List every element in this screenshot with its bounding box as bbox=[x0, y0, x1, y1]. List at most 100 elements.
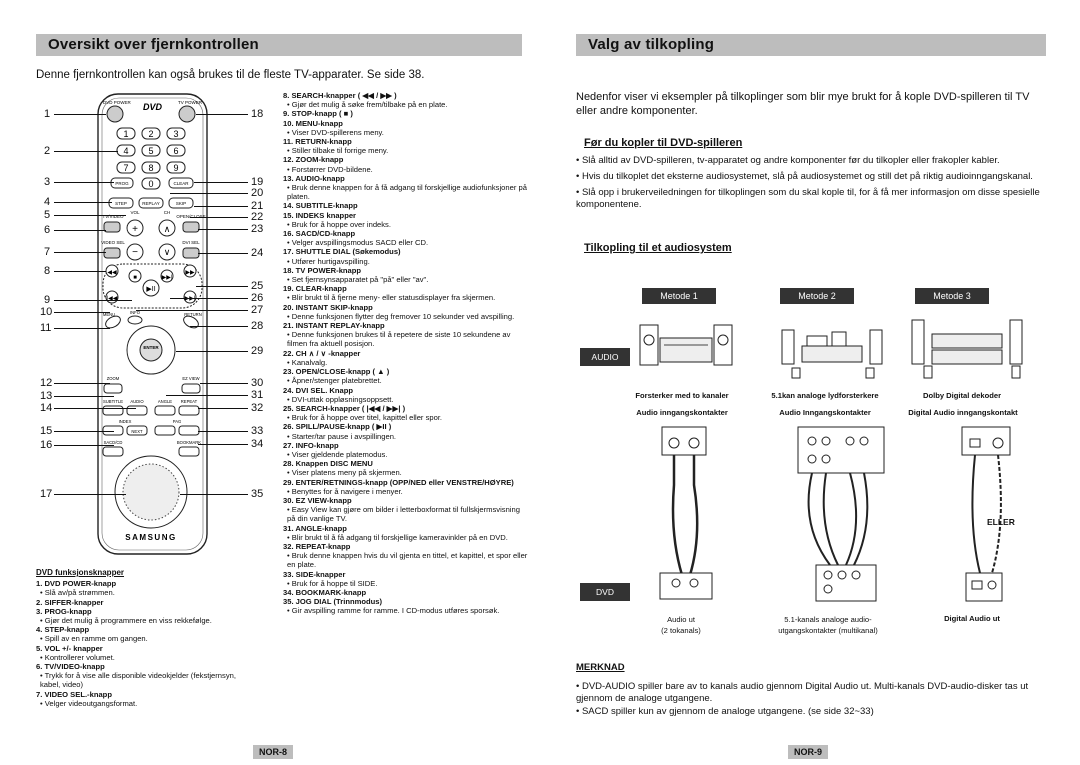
vol-down-button[interactable] bbox=[126, 243, 144, 261]
list-item: 23. OPEN/CLOSE-knapp ( ▲ )• Åpner/stenge… bbox=[283, 367, 390, 386]
prog-button[interactable] bbox=[110, 177, 134, 189]
tv-power-button[interactable] bbox=[178, 105, 196, 123]
input-caption-1: Audio inngangskontakter bbox=[636, 408, 728, 417]
input-caption-2: Audio Inngangskontakter bbox=[779, 408, 871, 417]
before-bullet-1: • Slå alltid av DVD-spilleren, tv-appara… bbox=[576, 155, 1000, 166]
ez-view-label: EZ VIEW bbox=[182, 376, 199, 381]
tv-video-button[interactable] bbox=[103, 221, 121, 233]
info-label: INFO bbox=[130, 310, 141, 315]
list-item: 2. SIFFER-knapper bbox=[36, 597, 104, 607]
index-next-button[interactable] bbox=[126, 425, 148, 436]
audio-devices bbox=[639, 319, 1023, 379]
replay-button[interactable] bbox=[138, 197, 164, 209]
skip-label: SKIP bbox=[176, 201, 186, 206]
zoom-button[interactable] bbox=[103, 383, 123, 394]
menu-button[interactable] bbox=[104, 314, 123, 331]
dvd-power-label: DVD POWER bbox=[103, 100, 132, 105]
page-number-right: NOR-9 bbox=[788, 745, 829, 759]
list-item: 28. Knappen DISC MENU• Viser platens men… bbox=[283, 459, 402, 478]
svg-text:▶II: ▶II bbox=[146, 286, 155, 293]
dvd-power-button[interactable] bbox=[106, 105, 124, 123]
menu-label: MENU bbox=[103, 312, 115, 317]
transport-buttons[interactable]: ◀◀ ▶▶ ■ ▶▶| ▶II |◀◀ ▶▶| bbox=[102, 263, 203, 309]
vol-up-button[interactable] bbox=[126, 219, 144, 237]
list-item: 32. REPEAT-knapp• Bruk denne knappen hvi… bbox=[283, 541, 528, 570]
before-bullet-3: • Slå opp i brukerveiledningen for tilko… bbox=[576, 187, 1040, 210]
callout-14: 14 bbox=[40, 402, 53, 414]
device-caption-2: 5.1kan analoge lydforsterkere bbox=[771, 391, 879, 400]
callout-28: 28 bbox=[251, 320, 264, 332]
list-item: 13. AUDIO-knapp• Bruk denne knappen for … bbox=[283, 173, 527, 202]
svg-text:2: 2 bbox=[148, 129, 153, 139]
function-list-left: DVD funksjonsknapper 1. DVD POWER-knapp•… bbox=[36, 568, 256, 708]
list-item: 34. BOOKMARK-knapp bbox=[283, 587, 367, 597]
svg-text:▶▶|: ▶▶| bbox=[162, 275, 173, 281]
callout-34: 34 bbox=[251, 438, 264, 450]
jog-dial[interactable] bbox=[122, 463, 180, 521]
index-label: INDEX bbox=[119, 419, 132, 424]
prog-label: PROG bbox=[115, 181, 129, 186]
audio-tag: AUDIO bbox=[580, 348, 630, 366]
dvd-logo: DVD bbox=[143, 102, 163, 112]
info-button[interactable] bbox=[127, 315, 143, 325]
callout-29: 29 bbox=[251, 345, 264, 357]
or-label: ELLER bbox=[987, 517, 1015, 527]
ch-down-button[interactable] bbox=[158, 243, 176, 261]
number-keypad[interactable]: 1 2 3 4 5 6 7 8 9 0 bbox=[116, 127, 186, 190]
sacd-button[interactable] bbox=[102, 446, 124, 457]
callout-20: 20 bbox=[251, 187, 264, 199]
input-caption-3: Digital Audio inngangskontakt bbox=[908, 408, 1018, 417]
note-2: • SACD spiller kun av gjennom de analoge… bbox=[576, 706, 874, 717]
right-title: Valg av tilkopling bbox=[576, 34, 1046, 56]
callout-31: 31 bbox=[251, 389, 264, 401]
list-item: 19. CLEAR-knapp• Blir brukt til å fjerne… bbox=[283, 284, 496, 303]
method-2-tag: Metode 2 bbox=[780, 288, 854, 304]
stereo-amplifier bbox=[639, 324, 733, 366]
callout-19: 19 bbox=[251, 176, 264, 188]
callout-21: 21 bbox=[251, 200, 264, 212]
svg-text:0: 0 bbox=[148, 179, 153, 189]
angle-button[interactable] bbox=[154, 405, 176, 416]
ez-view-button[interactable] bbox=[181, 383, 201, 394]
page-prev-button[interactable] bbox=[154, 425, 176, 436]
svg-text:▶▶: ▶▶ bbox=[185, 270, 195, 276]
skip-button[interactable] bbox=[168, 197, 194, 209]
svg-text:1: 1 bbox=[123, 129, 128, 139]
right-page: Valg av tilkopling Nedenfor viser vi eks… bbox=[540, 0, 1080, 765]
device-caption-3: Dolby Digital dekoder bbox=[922, 391, 1002, 400]
subtitle-label: SUBTITLE bbox=[103, 399, 123, 404]
callout-26: 26 bbox=[251, 292, 264, 304]
video-sel-button[interactable] bbox=[103, 247, 121, 259]
clear-button[interactable] bbox=[168, 177, 194, 189]
callout-27: 27 bbox=[251, 304, 264, 316]
list-item: 11. RETURN-knapp• Stiller tilbake til fo… bbox=[283, 137, 389, 156]
svg-text:9: 9 bbox=[173, 163, 178, 173]
callout-35: 35 bbox=[251, 488, 264, 500]
index-prev-button[interactable] bbox=[102, 425, 124, 436]
open-close-button[interactable] bbox=[182, 221, 200, 233]
list-item: 8. SEARCH-knapper ( ◀◀ / ▶▶ )• Gjør det … bbox=[283, 91, 448, 110]
vol-label: VOL bbox=[130, 210, 140, 215]
list-item: 9. STOP-knapp ( ■ ) bbox=[283, 109, 353, 119]
page-next-button[interactable] bbox=[178, 425, 200, 436]
svg-text:6: 6 bbox=[173, 146, 178, 156]
angle-label: ANGLE bbox=[158, 399, 172, 404]
svg-text:◀◀: ◀◀ bbox=[107, 270, 117, 276]
list-item: 10. MENU-knapp• Viser DVD-spillerens men… bbox=[283, 118, 384, 137]
ch-up-button[interactable] bbox=[158, 219, 176, 237]
repeat-button[interactable] bbox=[178, 405, 200, 416]
audio-heading: Tilkopling til et audiosystem bbox=[584, 242, 732, 254]
callout-11: 11 bbox=[40, 322, 52, 334]
output-caption-3: Digital Audio ut bbox=[944, 614, 1000, 623]
bookmark-button[interactable] bbox=[178, 446, 200, 457]
step-button[interactable] bbox=[108, 197, 134, 209]
enter-button[interactable] bbox=[139, 338, 163, 362]
open-close-label: OPEN/CLOSE bbox=[176, 214, 205, 219]
list-item: 3. PROG-knapp• Gjør det mulig å programm… bbox=[36, 606, 212, 626]
svg-text:∨: ∨ bbox=[164, 247, 171, 257]
page-label: PAG bbox=[173, 419, 182, 424]
list-heading: DVD funksjonsknapper bbox=[36, 568, 125, 577]
video-sel-label: VIDEO SEL bbox=[101, 240, 125, 245]
list-item: 29. ENTER/RETNINGS-knapp (OPP/NED eller … bbox=[283, 477, 514, 496]
dvi-sel-button[interactable] bbox=[182, 247, 200, 259]
